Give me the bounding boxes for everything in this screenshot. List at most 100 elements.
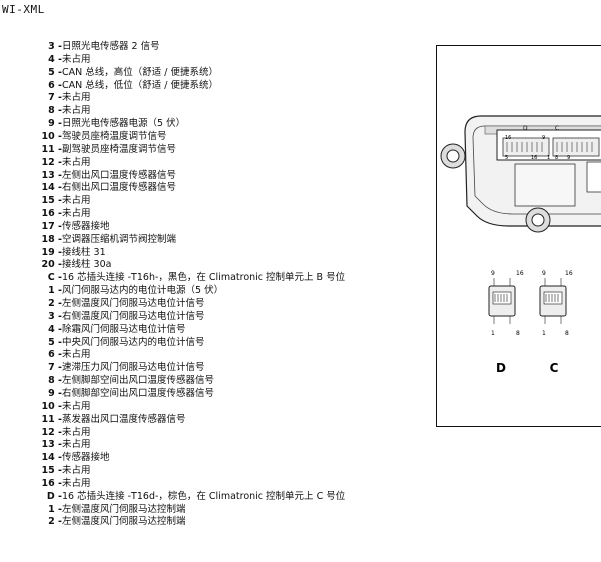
pin-number: 1 - (48, 503, 62, 515)
pin-number: 5 - (48, 336, 62, 348)
connector-diagram: D C 16 9 5 16 1 8 9 9 16 1 8 D (440, 115, 601, 375)
pin-description: 风门伺服马达内的电位计电源（5 伏） (62, 285, 224, 297)
pin-number: 6 - (48, 349, 62, 361)
pin-description: CAN 总线，低位（舒适 / 便捷系统） (62, 79, 218, 91)
pin-number: 4 - (48, 323, 62, 335)
unit-pin-16-d-b: 16 (531, 155, 537, 161)
unit-pin-9-d: 9 (542, 135, 545, 141)
pin-number: 7 - (48, 362, 62, 374)
pin-number: 9 - (48, 118, 62, 130)
pin-number: 18 - (41, 233, 62, 245)
unit-pin-8-c: 8 (555, 155, 558, 161)
connector-d-pin-9: 9 (491, 270, 495, 277)
pin-number: D - (46, 490, 62, 502)
connector-d-pin-1: 1 (491, 330, 495, 337)
pin-number: 5 - (48, 66, 62, 78)
pin-number: 16 - (41, 477, 62, 489)
pin-description: 蒸发器出风口温度传感器信号 (62, 413, 186, 425)
pin-number: 3 - (48, 41, 62, 52)
pin-number: 14 - (41, 452, 62, 464)
pin-description: 未占用 (62, 195, 91, 207)
pin-number: 6 - (48, 79, 62, 91)
pin-description: 除霜风门伺服马达电位计信号 (62, 323, 186, 335)
pin-number: 15 - (41, 195, 62, 207)
connector-c-illustration (539, 278, 567, 324)
pin-description: 左侧温度风门伺服马达电位计信号 (62, 298, 205, 309)
connector-c-pin-9: 9 (542, 270, 546, 277)
connector-d-label: D (496, 361, 506, 375)
pin-number: 16 - (41, 208, 62, 220)
document-header: WI-XML (2, 3, 45, 16)
pin-description: 未占用 (62, 439, 91, 451)
connector-c-label: C (550, 361, 559, 375)
pin-description: 日照光电传感器 2 信号 (62, 41, 160, 52)
pin-description: CAN 总线，高位（舒适 / 便捷系统） (62, 66, 218, 78)
pin-number: 8 - (48, 375, 62, 387)
pin-description: 未占用 (62, 477, 91, 489)
pin-description: 未占用 (62, 92, 91, 104)
unit-pin-1-d: 1 (547, 155, 550, 161)
pin-description: 未占用 (62, 349, 91, 361)
connector-figure: D C 16 9 5 16 1 8 9 9 16 1 8 D (436, 45, 601, 427)
pin-number: 20 - (41, 259, 62, 271)
pin-number: 7 - (48, 92, 62, 104)
connector-d-pin-16: 16 (516, 270, 524, 277)
pin-number: 19 - (41, 246, 62, 258)
pin-description: 未占用 (62, 465, 91, 477)
unit-pin-9-c: 9 (567, 155, 570, 161)
pin-description: 未占用 (62, 400, 91, 412)
pin-number: 9 - (48, 387, 62, 399)
pin-number: 11 - (41, 143, 62, 155)
unit-label-c: C (555, 125, 559, 132)
pin-number: 4 - (48, 53, 62, 65)
pin-number: 3 - (48, 310, 62, 322)
pin-description: 传感器接地 (62, 220, 110, 232)
unit-label-d: D (523, 125, 528, 132)
pin-number: 15 - (41, 465, 62, 477)
pin-description: 右侧温度风门伺服马达电位计信号 (62, 310, 205, 322)
pin-description: 速滞压力风门伺服马达电位计信号 (62, 362, 205, 374)
pin-description: 空调器压缩机调节阀控制端 (62, 233, 177, 245)
control-unit-illustration (440, 115, 601, 233)
pin-description: 16 芯插头连接 -T16h-，黑色，在 Climatronic 控制单元上 B… (62, 272, 346, 284)
pin-description: 未占用 (62, 208, 91, 220)
unit-pin-5-d: 5 (505, 155, 508, 161)
connector-c-pin-1: 1 (542, 330, 546, 337)
pin-number: 2 - (48, 298, 62, 309)
pin-description: 左侧出风口温度传感器信号 (62, 169, 177, 181)
pin-number: 1 - (48, 285, 62, 297)
pin-number: 17 - (41, 220, 62, 232)
pin-description: 副驾驶员座椅温度调节信号 (62, 143, 177, 155)
pin-description: 左侧温度风门伺服马达控制端 (62, 516, 186, 528)
pin-description: 未占用 (62, 156, 91, 168)
pin-number: 13 - (41, 169, 62, 181)
pin-number: 11 - (41, 413, 62, 425)
unit-pin-16-d: 16 (505, 135, 511, 141)
connector-c-pin-16: 16 (565, 270, 573, 277)
pin-number: 12 - (41, 156, 62, 168)
pin-description: 未占用 (62, 53, 91, 65)
pin-description: 未占用 (62, 105, 91, 117)
connector-d-illustration (488, 278, 516, 324)
pin-number: 2 - (48, 516, 62, 528)
pin-description: 右侧出风口温度传感器信号 (62, 182, 177, 194)
pin-description: 接线柱 31 (62, 246, 106, 258)
pin-number: 13 - (41, 439, 62, 451)
pin-description: 未占用 (62, 426, 91, 438)
pin-number: 14 - (41, 182, 62, 194)
connector-c-pin-8: 8 (565, 330, 569, 337)
pin-description: 左侧温度风门伺服马达控制端 (62, 503, 186, 515)
pin-description: 日照光电传感器电源（5 伏） (62, 118, 186, 130)
pin-description: 右侧脚部空间出风口温度传感器信号 (62, 387, 215, 399)
connector-d-pin-8: 8 (516, 330, 520, 337)
pin-description: 左侧脚部空间出风口温度传感器信号 (62, 375, 215, 387)
pin-number: 10 - (41, 400, 62, 412)
pin-number: 10 - (41, 130, 62, 142)
pin-number: 8 - (48, 105, 62, 117)
pin-description: 传感器接地 (62, 452, 110, 464)
pin-description: 接线柱 30a (62, 259, 112, 271)
pin-number: 12 - (41, 426, 62, 438)
pin-number: C - (47, 272, 62, 284)
pin-description: 中央风门伺服马达内的电位计信号 (62, 336, 205, 348)
pin-description: 驾驶员座椅温度调节信号 (62, 130, 167, 142)
